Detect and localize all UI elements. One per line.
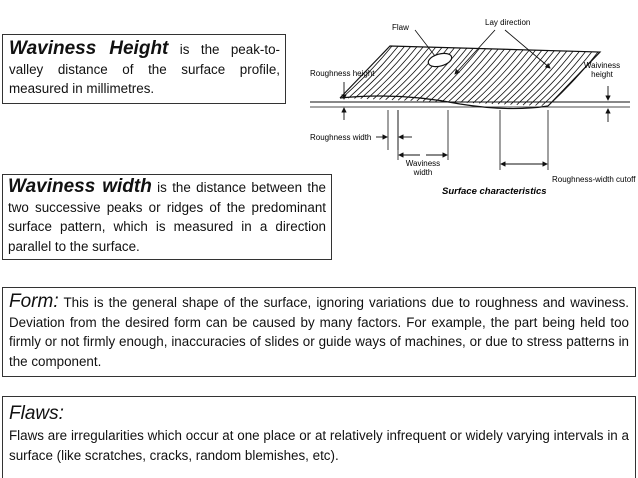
surface-ridge-line xyxy=(435,48,486,102)
waviness-height-label-line2: height xyxy=(591,70,614,79)
surface-ridge-line xyxy=(379,46,430,100)
flaws-term: Flaws: xyxy=(9,403,64,424)
surface-ridge-line xyxy=(535,51,586,106)
surface-ridge-line xyxy=(397,47,449,101)
waviness-height-box: Waviness Height is the peak-to-valley di… xyxy=(2,34,286,104)
flaws-definition: Flaws are irregularities which occur at … xyxy=(9,428,629,463)
surface-ridge-line xyxy=(460,49,511,103)
flaws-box: Flaws: Flaws are irregularities which oc… xyxy=(2,396,636,478)
surface-ridge-line xyxy=(391,47,443,101)
surface-ridge-line xyxy=(504,50,555,105)
surface-ridge-line xyxy=(472,49,524,104)
surface-ridges xyxy=(341,45,599,107)
surface-ridge-line xyxy=(491,50,543,105)
waviness-height-term: Waviness Height xyxy=(9,38,169,59)
waviness-width-box: Waviness width is the distance between t… xyxy=(2,174,332,260)
surface-characteristics-figure: Flaw Lay direction Waiviness height Roug… xyxy=(300,10,636,210)
surface-ridge-line xyxy=(447,48,499,103)
surface-ridge-line xyxy=(466,49,518,104)
surface-ridge-line xyxy=(541,51,593,107)
surface-ridge-line xyxy=(404,47,455,101)
waviness-width-term: Waviness width xyxy=(8,176,152,197)
surface-ridge-line xyxy=(410,47,461,101)
roughness-height-label: Roughness height xyxy=(310,69,375,78)
lay-direction-arrow-2 xyxy=(504,29,551,69)
waviness-height-paragraph: Waviness Height is the peak-to-valley di… xyxy=(9,39,280,99)
lay-direction-arrow xyxy=(454,29,496,75)
surface-diagram: Flaw Lay direction Waiviness height Roug… xyxy=(310,18,636,197)
figure-caption: Surface characteristics xyxy=(442,186,547,197)
surface-ridge-line xyxy=(454,49,505,103)
surface-ridge-line xyxy=(341,45,393,99)
flaw-label: Flaw xyxy=(392,23,409,32)
waviness-width-label-line1: Waviness xyxy=(406,159,440,168)
surface-ridge-line xyxy=(416,47,468,102)
surface-ridge-line xyxy=(366,46,418,100)
surface-ridge-line xyxy=(529,51,580,106)
surface-ridge-line xyxy=(522,51,574,106)
form-term: Form: xyxy=(9,291,59,312)
lay-direction-label: Lay direction xyxy=(485,18,530,27)
surface-block xyxy=(310,45,630,110)
waviness-width-definition: is the distance between the two successi… xyxy=(8,180,326,254)
surface-ridge-line xyxy=(547,51,599,107)
flaw-leader xyxy=(414,29,436,57)
surface-ridge-line xyxy=(429,48,480,102)
waviness-width-paragraph: Waviness width is the distance between t… xyxy=(8,177,326,256)
surface-ridge-line xyxy=(485,49,536,104)
surface-ridge-line xyxy=(422,48,474,102)
flaw-mark xyxy=(427,52,453,68)
form-definition: This is the general shape of the surface… xyxy=(9,295,629,369)
surface-ridge-line xyxy=(354,46,405,99)
roughness-width-cutoff-label: Roughness-width cutoff xyxy=(552,175,636,184)
surface-ridge-line xyxy=(510,50,561,105)
form-paragraph: Form: This is the general shape of the s… xyxy=(9,292,629,371)
form-box: Form: This is the general shape of the s… xyxy=(2,287,636,377)
surface-ridge-line xyxy=(372,46,424,100)
waviness-height-label-line1: Waiviness xyxy=(584,61,620,70)
surface-ridge-line xyxy=(441,48,493,103)
roughness-width-label: Roughness width xyxy=(310,133,371,142)
surface-ridge-line xyxy=(516,50,568,106)
waviness-height-definition: is the peak-to-valley distance of the su… xyxy=(9,42,280,96)
surface-ridge-line xyxy=(347,45,399,99)
surface-ridge-line xyxy=(497,50,549,105)
surface-ridge-line xyxy=(360,46,412,100)
waviness-width-label-line2: width xyxy=(413,168,433,177)
surface-ridge-line xyxy=(479,49,530,104)
